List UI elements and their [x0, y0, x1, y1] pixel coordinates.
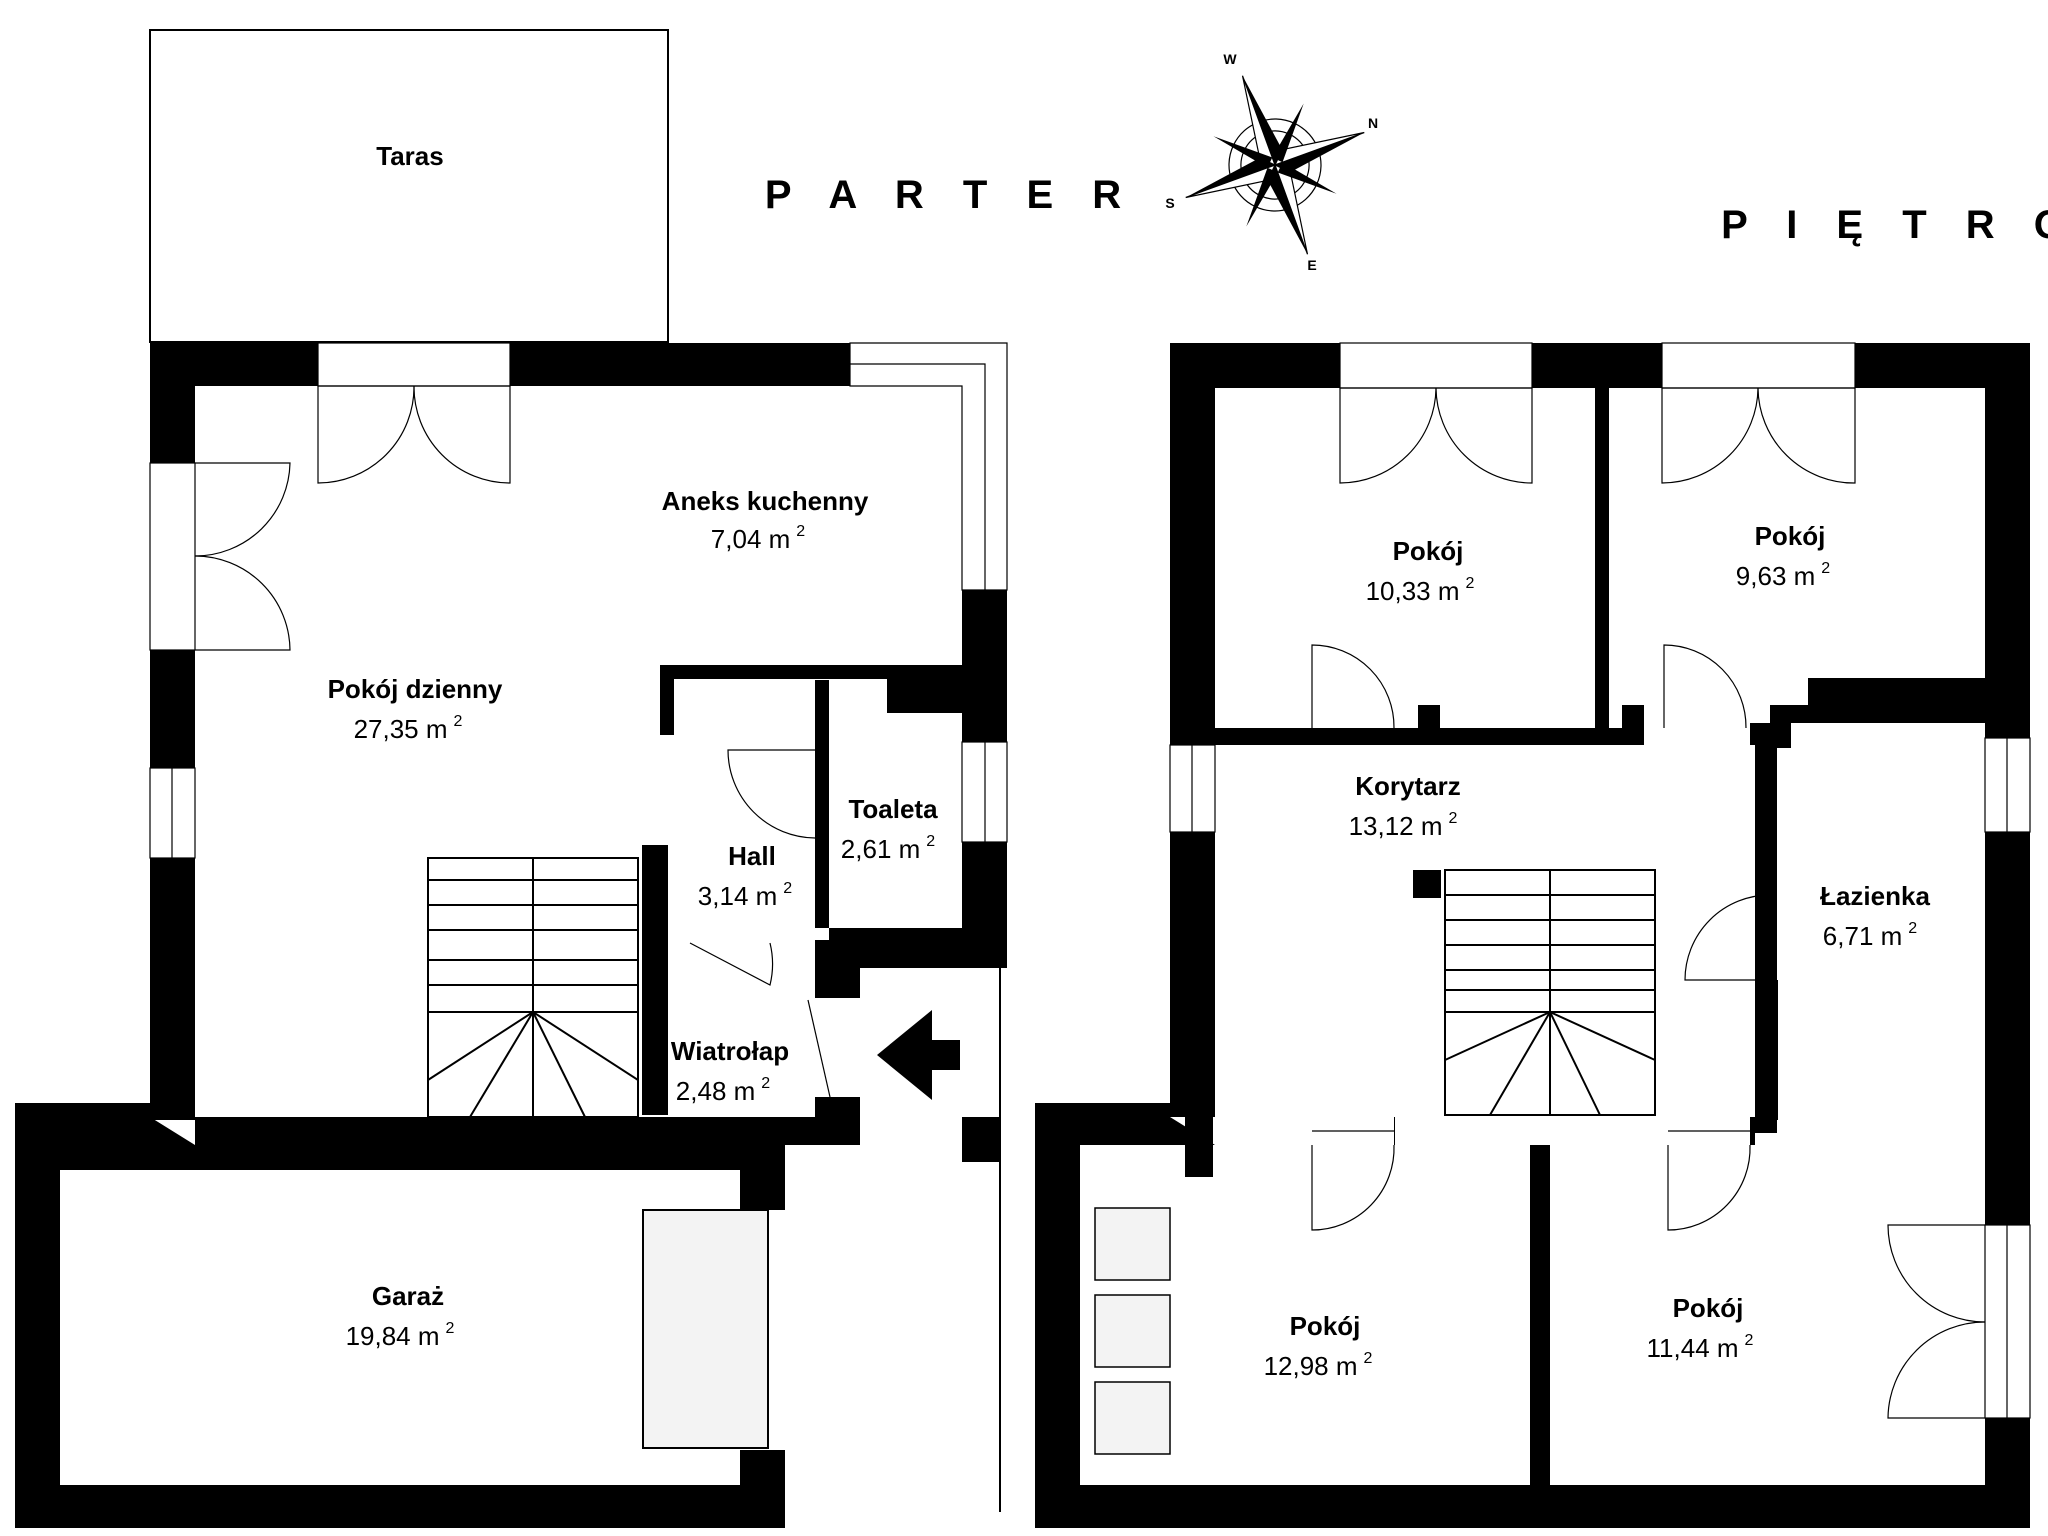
wall-left-lower — [150, 858, 195, 1120]
ground-floor: P A R T E R — [15, 29, 1135, 1528]
kitchen-corner-window — [849, 342, 1008, 591]
room-pokoj4-name: Pokój — [1673, 1293, 1744, 1323]
wall-left-upper — [150, 343, 195, 463]
room-dzienny-name: Pokój dzienny — [328, 674, 503, 704]
wall-vestibule-corner — [815, 940, 860, 998]
room-korytarz-name: Korytarz — [1355, 771, 1460, 801]
room-pokoj3-name: Pokój — [1290, 1311, 1361, 1341]
compass-rose-icon — [1185, 75, 1365, 255]
room-toaleta-name: Toaleta — [848, 794, 938, 824]
floor-title-parter: P A R T E R — [765, 173, 1135, 217]
room-pokoj2-name: Pokój — [1755, 521, 1826, 551]
wall-top-mid — [510, 343, 850, 386]
room-lazienka-name: Łazienka — [1820, 881, 1930, 911]
wall-toilet-right-block — [887, 679, 962, 713]
garage-bench — [642, 1209, 769, 1449]
wall-left-mid — [150, 650, 195, 768]
upper-floor: P I Ę T R O — [1035, 203, 2048, 1528]
ground-stairs — [427, 857, 639, 1118]
wall-kitchen-partition — [660, 665, 962, 679]
wall-entry-post — [962, 1117, 1000, 1162]
room-taras-name: Taras — [376, 141, 443, 171]
room-hall-name: Hall — [728, 841, 776, 871]
compass-n: N — [1368, 115, 1378, 131]
garage-walls — [15, 1103, 785, 1528]
upper-stairs — [1444, 869, 1656, 1116]
room-wiatrolap-name: Wiatrołap — [671, 1036, 789, 1066]
wall-hall-left — [642, 845, 668, 1115]
compass-s: S — [1165, 195, 1174, 211]
wall-house-bottom — [195, 1117, 860, 1145]
compass-w: W — [1223, 51, 1237, 67]
room-garaz-name: Garaż — [372, 1281, 444, 1311]
floor-title-pietro: P I Ę T R O — [1721, 203, 2048, 247]
wall-right-upper — [962, 590, 1007, 742]
wall-toilet-left — [815, 680, 829, 928]
terrace-outline — [149, 29, 669, 343]
room-aneks-name: Aneks kuchenny — [662, 486, 869, 516]
wall-garage-right — [740, 1145, 785, 1210]
compass-e: E — [1307, 257, 1316, 273]
entrance-arrow-icon — [877, 1010, 960, 1100]
wall-hall-stub — [660, 665, 674, 735]
room-pokoj1-name: Pokój — [1393, 536, 1464, 566]
